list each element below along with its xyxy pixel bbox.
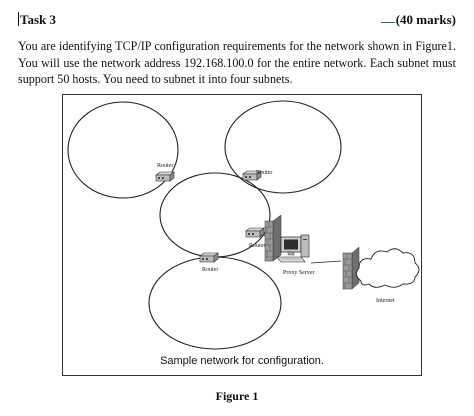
firewall-icon bbox=[264, 214, 282, 262]
subnet-ellipse-top-left bbox=[67, 101, 179, 199]
router-1-label: Router bbox=[157, 163, 173, 169]
task-heading: Task 3 (40 marks) bbox=[18, 12, 456, 32]
link-proxy-internet bbox=[310, 260, 342, 264]
internet-cloud-icon bbox=[356, 248, 420, 288]
text-cursor bbox=[18, 12, 19, 26]
marks-underline bbox=[380, 22, 395, 23]
firewall-icon bbox=[342, 246, 360, 290]
marks-text: (40 marks) bbox=[395, 12, 456, 27]
router-4-label: Router bbox=[202, 267, 218, 273]
task-title: Task 3 bbox=[20, 12, 57, 27]
task-description: You are identifying TCP/IP configuration… bbox=[18, 39, 456, 86]
router-1 bbox=[155, 171, 175, 182]
marks-label: (40 marks) bbox=[380, 12, 456, 28]
router-2-label: Router bbox=[256, 170, 272, 176]
router-3 bbox=[245, 227, 265, 238]
proxy-server-label: Proxy Server bbox=[283, 270, 315, 276]
figure-title: Figure 1 bbox=[215, 389, 259, 403]
network-figure: Router Router Router Router Proxy Server bbox=[62, 94, 422, 376]
internet-label: Internet bbox=[376, 298, 395, 304]
network-diagram: Router Router Router Router Proxy Server bbox=[67, 100, 420, 350]
proxy-server-icon bbox=[276, 234, 310, 263]
subnet-ellipse-top-right bbox=[224, 100, 342, 194]
router-4 bbox=[199, 252, 219, 263]
figure-caption: Sample network for configuration. bbox=[160, 355, 324, 367]
router-3-label: Router bbox=[249, 243, 265, 249]
